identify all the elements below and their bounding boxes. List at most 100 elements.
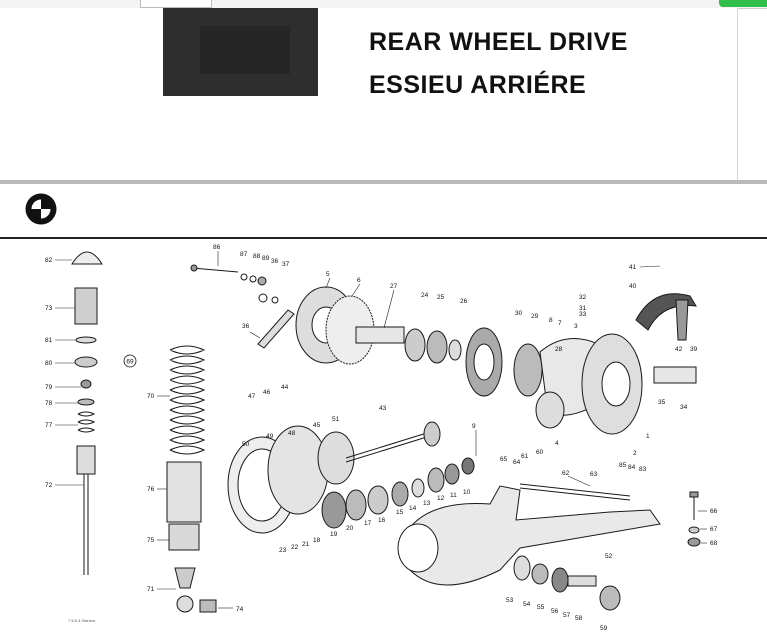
- part-rubber-buffer: [74, 287, 98, 325]
- callout-58: 58: [575, 615, 583, 622]
- callout-12: 12: [437, 495, 445, 502]
- callout-32: 32: [579, 294, 587, 301]
- callout-43: 43: [379, 405, 387, 412]
- callout-60: 60: [536, 449, 544, 456]
- callout-3: 3: [574, 323, 578, 330]
- callout-11: 11: [450, 492, 457, 499]
- callout-24: 24: [421, 292, 429, 299]
- callout-65: 65: [500, 456, 508, 463]
- callout-29: 29: [531, 313, 539, 320]
- callout-47: 47: [248, 393, 256, 400]
- callout-74: 74: [236, 606, 244, 613]
- callout-52: 52: [605, 553, 613, 560]
- callout-15: 15: [396, 509, 404, 516]
- callout-72: 72: [45, 482, 53, 489]
- part-nut: [80, 379, 92, 389]
- callout-1: 1: [646, 433, 650, 440]
- callout-27: 27: [390, 283, 398, 290]
- callout-7: 7: [558, 320, 562, 327]
- callout-36a: 36: [271, 258, 279, 265]
- previous-page: [0, 8, 738, 180]
- callout-28: 28: [555, 346, 563, 353]
- callout-77: 77: [45, 422, 53, 429]
- callout-13: 13: [423, 500, 431, 507]
- callout-50: 50: [242, 441, 250, 448]
- callout-51: 51: [332, 416, 340, 423]
- callout-62: 62: [562, 470, 570, 477]
- callout-26: 26: [460, 298, 468, 305]
- part-damper-lower: [168, 523, 200, 551]
- current-page: [0, 184, 767, 633]
- callout-88: 88: [253, 253, 261, 260]
- callout-84: 84: [628, 464, 636, 471]
- callout-5: 5: [326, 271, 330, 278]
- callout-81: 81: [45, 337, 53, 344]
- callout-87: 87: [240, 251, 248, 258]
- page-title-english: REAR WHEEL DRIVE: [369, 28, 628, 56]
- callout-39: 39: [690, 346, 698, 353]
- part-spring-cover: [166, 461, 202, 523]
- callout-75: 75: [147, 537, 155, 544]
- callout-53: 53: [506, 597, 514, 604]
- callout-83: 83: [639, 466, 647, 473]
- callout-79: 79: [45, 384, 53, 391]
- callout-40: 40: [629, 283, 637, 290]
- callout-59: 59: [600, 625, 608, 632]
- bmw-roundel-icon: [25, 193, 57, 225]
- callout-46: 46: [263, 389, 271, 396]
- callout-55: 55: [537, 604, 545, 611]
- part-link: [257, 309, 295, 349]
- callout-80: 80: [45, 360, 53, 367]
- page-circle-label: 69: [126, 359, 134, 366]
- callout-89: 89: [262, 255, 270, 262]
- callout-16: 16: [378, 517, 386, 524]
- part-shaft: [355, 326, 405, 344]
- callout-76: 76: [147, 486, 155, 493]
- callout-9: 9: [472, 423, 476, 430]
- part-lower-mount: [174, 567, 196, 589]
- callout-78: 78: [45, 400, 53, 407]
- leader-lines: [55, 251, 707, 609]
- callout-73: 73: [45, 305, 53, 312]
- callout-30: 30: [515, 310, 523, 317]
- callout-22: 22: [291, 544, 299, 551]
- part-damper-body: [76, 445, 96, 475]
- callout-42: 42: [675, 346, 683, 353]
- page-circle: [123, 354, 137, 368]
- callout-35: 35: [658, 399, 666, 406]
- callout-2: 2: [633, 450, 637, 457]
- part-washer: [75, 336, 97, 344]
- page-title-french: ESSIEU ARRIÉRE: [369, 71, 587, 99]
- callout-21: 21: [302, 541, 310, 548]
- callout-34: 34: [680, 404, 688, 411]
- callout-25: 25: [437, 294, 445, 301]
- callout-63: 63: [590, 471, 598, 478]
- callout-67: 67: [710, 526, 718, 533]
- callout-41: 41: [629, 264, 637, 271]
- callout-49: 49: [266, 433, 274, 440]
- callout-17: 17: [364, 520, 372, 527]
- browser-tab[interactable]: [140, 0, 212, 8]
- section-image-inner: [200, 26, 290, 74]
- exploded-parts-diagram: 69 82 73 81 80 79 78 77 72 70 76 75 71 7…: [45, 244, 718, 632]
- callout-71: 71: [147, 586, 155, 593]
- print-mark: 7.5-0.4 Vlaneur: [68, 618, 96, 623]
- callout-33: 33: [579, 311, 587, 318]
- callout-86a: 86: [213, 244, 221, 251]
- callout-14: 14: [409, 505, 417, 512]
- part-coil-spring: [169, 345, 206, 455]
- callout-23: 23: [279, 547, 287, 554]
- callout-10: 10: [463, 489, 471, 496]
- callout-85: 85: [619, 462, 627, 469]
- page-separator: [0, 180, 767, 184]
- callout-54: 54: [523, 601, 531, 608]
- callout-37: 37: [282, 261, 290, 268]
- callout-82: 82: [45, 257, 53, 264]
- callout-66: 66: [710, 508, 718, 515]
- callout-18: 18: [313, 537, 321, 544]
- callout-45: 45: [313, 422, 321, 429]
- callout-64: 64: [513, 459, 521, 466]
- part-axle-stub: [653, 366, 697, 384]
- part-bearing: [404, 328, 426, 362]
- part-sleeve: [199, 599, 217, 613]
